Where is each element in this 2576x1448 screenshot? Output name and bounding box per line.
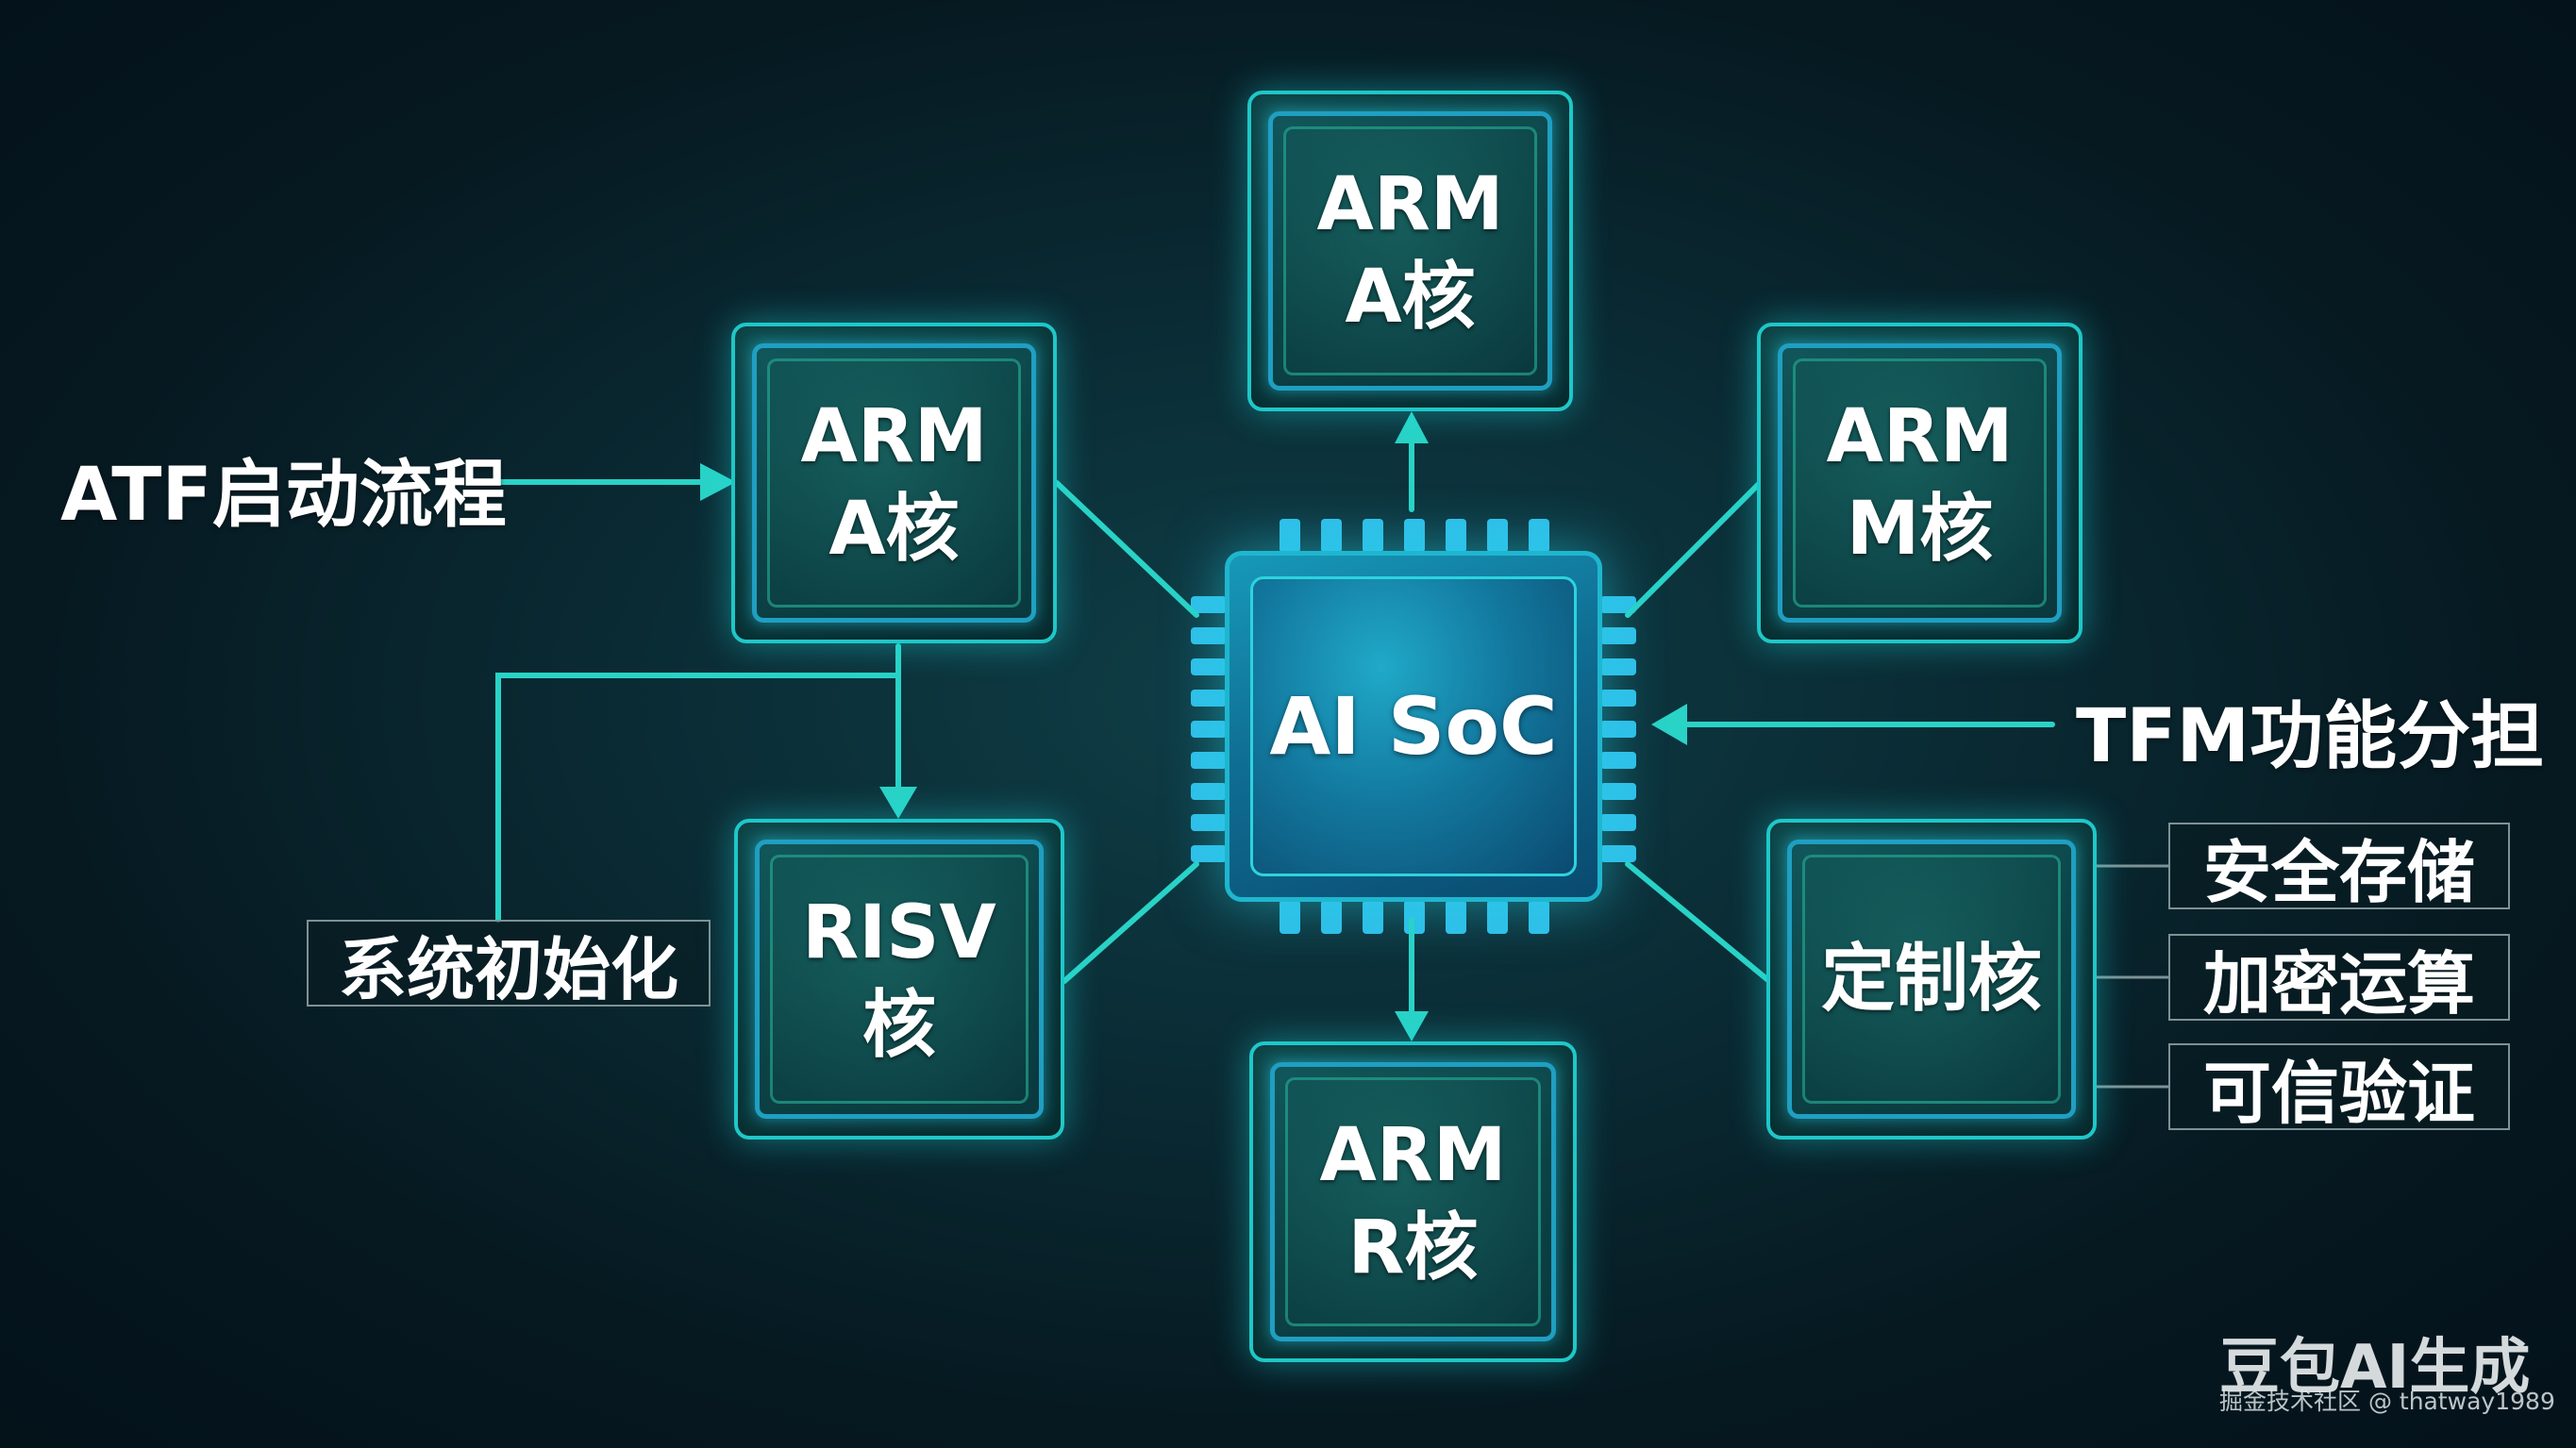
soc-label: AI SoC	[1269, 680, 1558, 773]
soc-pin-right	[1600, 845, 1636, 862]
arrow-init	[879, 787, 917, 819]
core-label-line1: ARM	[1319, 1113, 1507, 1198]
soc-pin-left	[1191, 783, 1227, 800]
crypto-op-tag: 加密运算	[2168, 934, 2510, 1024]
secure-storage-tag: 安全存储	[2168, 823, 2510, 912]
core-label-line1: ARM	[1316, 162, 1504, 247]
soc-pin-right	[1600, 752, 1636, 769]
soc-pin-top	[1446, 519, 1466, 553]
soc-pin-left	[1191, 627, 1227, 644]
soc-pin-left	[1191, 658, 1227, 675]
soc-pin-right	[1600, 596, 1636, 613]
soc-pin-bottom	[1321, 900, 1342, 934]
atf-boot-label: ATF启动流程	[60, 453, 507, 538]
soc-pin-left	[1191, 814, 1227, 831]
arrow-atf	[700, 463, 736, 501]
soc-pin-bottom	[1363, 900, 1383, 934]
soc-pin-top	[1487, 519, 1508, 553]
soc-pin-left	[1191, 752, 1227, 769]
core-label-line1: RISV	[802, 890, 996, 975]
core-label-line1: ARM	[1826, 394, 2014, 479]
soc-pin-top	[1363, 519, 1383, 553]
core-label-line2: A核	[1345, 255, 1476, 340]
link-init-bracket	[495, 673, 901, 923]
soc-pins	[1191, 519, 1636, 934]
soc-pin-bottom	[1446, 900, 1466, 934]
core-arm-m: ARM M核	[1757, 323, 2083, 643]
watermark-main: 豆包AI生成	[2219, 1333, 2531, 1403]
soc-pin-right	[1600, 783, 1636, 800]
soc-pin-top	[1321, 519, 1342, 553]
arrow-top	[1395, 411, 1429, 443]
soc-pin-right	[1600, 814, 1636, 831]
core-label-line2: 核	[861, 983, 936, 1068]
arrow-tfm	[1651, 704, 1687, 745]
ai-soc-chip: AI SoC	[1225, 551, 1602, 902]
core-arm-r: ARM R核	[1249, 1041, 1577, 1362]
soc-pin-left	[1191, 845, 1227, 862]
soc-pin-top	[1404, 519, 1425, 553]
system-init-tag: 系统初始化	[307, 920, 711, 1009]
soc-pin-left	[1191, 690, 1227, 707]
soc-pin-right	[1600, 721, 1636, 738]
core-label-line2: A核	[828, 487, 960, 572]
link-lower-left	[1062, 861, 1199, 984]
soc-pin-bottom	[1487, 900, 1508, 934]
soc-pin-bottom	[1529, 900, 1549, 934]
soc-pin-right	[1600, 627, 1636, 644]
link-upper-right	[1625, 480, 1763, 618]
trusted-verify-tag: 可信验证	[2168, 1043, 2510, 1133]
soc-pin-right	[1600, 658, 1636, 675]
core-custom: 定制核	[1766, 819, 2097, 1140]
core-label-line1: ARM	[800, 394, 988, 479]
link-upper-left	[1054, 480, 1199, 618]
arrow-bottom	[1395, 1011, 1429, 1041]
tfm-label: TFM功能分担	[2076, 694, 2545, 779]
core-label-line2: R核	[1347, 1206, 1479, 1290]
soc-pin-right	[1600, 690, 1636, 707]
core-arm-a-left: ARM A核	[731, 323, 1057, 643]
core-risv: RISV 核	[734, 819, 1064, 1140]
core-label-line1: 定制核	[1820, 937, 2042, 1022]
soc-pin-top	[1529, 519, 1549, 553]
watermark-sub: 掘金技术社区 @ thatway1989	[2219, 1388, 2555, 1415]
soc-pin-left	[1191, 596, 1227, 613]
soc-pin-bottom	[1280, 900, 1300, 934]
core-label-line2: M核	[1846, 487, 1994, 572]
soc-pin-top	[1280, 519, 1300, 553]
link-lower-right	[1625, 861, 1772, 984]
soc-pin-left	[1191, 721, 1227, 738]
core-arm-a-top: ARM A核	[1247, 91, 1573, 411]
